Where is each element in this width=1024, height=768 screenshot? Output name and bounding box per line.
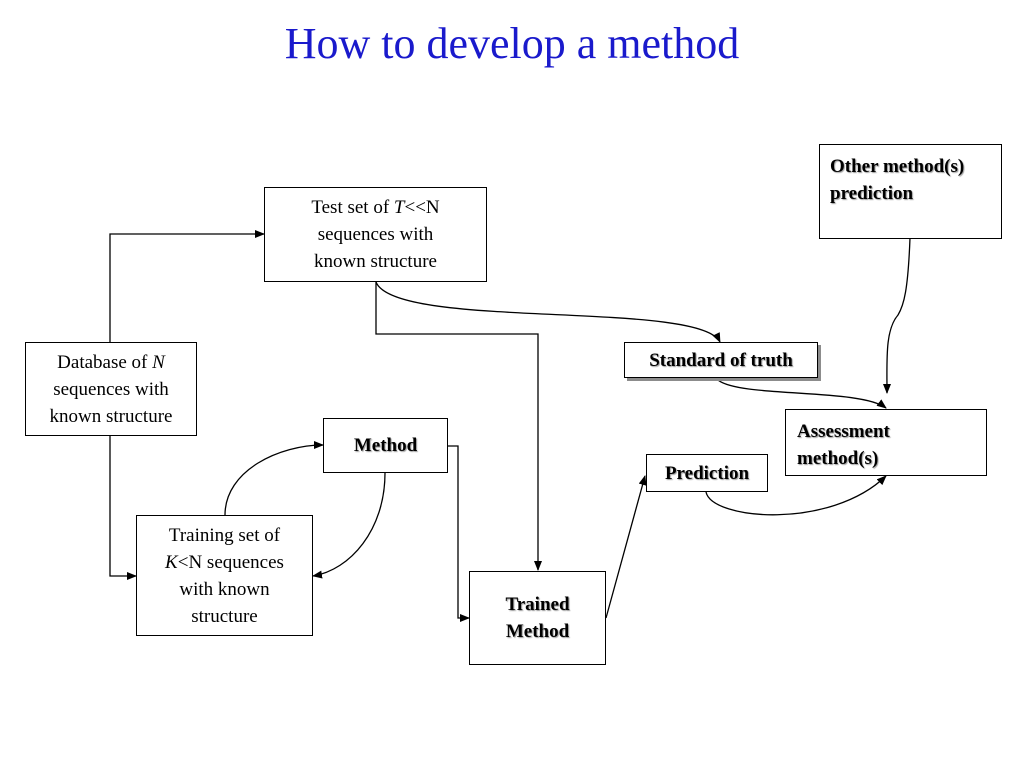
node-training-set: Training set of K<N sequences with known…	[136, 515, 313, 636]
training-set-line-3: with known	[179, 578, 270, 600]
database-line-3: known structure	[49, 405, 173, 427]
test-set-text-post: <<N	[404, 197, 440, 218]
arrow-test-set-to-standard-of-truth	[375, 281, 721, 343]
node-other-methods: Other method(s) prediction	[819, 144, 1002, 239]
node-assessment: Assessment method(s)	[785, 409, 987, 476]
node-test-set: Test set of T<<N sequences with known st…	[264, 187, 487, 282]
method-label: Method	[353, 435, 418, 456]
database-line-2: sequences with	[53, 378, 169, 400]
arrow-training-set-to-method	[224, 441, 324, 516]
database-var-n: N	[152, 351, 165, 373]
page-title: How to develop a method	[284, 19, 740, 68]
node-standard-of-truth: Standard of truth	[624, 342, 818, 378]
trained-method-line-1: Trained	[505, 594, 570, 615]
node-prediction: Prediction	[646, 454, 768, 492]
node-trained-method: Trained Method	[469, 571, 606, 665]
test-set-line-1: Test set of T<<N	[265, 194, 486, 221]
arrow-database-to-test-set	[109, 230, 265, 342]
assessment-line-1: Assessment	[797, 421, 890, 442]
arrow-database-to-training-set	[109, 436, 137, 580]
arrow-other-methods-to-assessment	[882, 237, 911, 394]
node-method: Method	[323, 418, 448, 473]
prediction-label: Prediction	[664, 462, 750, 484]
test-set-text-pre: Test set of	[311, 197, 394, 218]
training-set-text-post: <N sequences	[177, 551, 284, 573]
other-methods-line-1: Other method(s)	[830, 156, 965, 177]
training-set-line-1: Training set of	[168, 524, 281, 546]
arrow-prediction-to-assessment	[705, 475, 887, 516]
assessment-line-2: method(s)	[797, 448, 879, 469]
node-database: Database of N sequences with known struc…	[25, 342, 197, 436]
database-line-1: Database of N	[26, 349, 196, 376]
training-set-var-k: K	[165, 551, 178, 573]
test-set-var-t: T	[393, 197, 405, 218]
arrow-standard-of-truth-to-assessment	[717, 379, 887, 409]
database-text-pre: Database of	[57, 351, 153, 373]
other-methods-line-2: prediction	[830, 183, 914, 204]
test-set-line-2: sequences with	[317, 224, 434, 245]
arrow-test-set-to-trained-method	[375, 282, 542, 571]
training-set-line-2: K<N sequences	[137, 549, 312, 576]
arrow-method-to-training-set	[312, 472, 386, 579]
test-set-line-3: known structure	[314, 251, 437, 272]
training-set-line-4: structure	[191, 605, 258, 627]
arrow-trained-method-to-prediction	[605, 475, 647, 619]
standard-of-truth-label: Standard of truth	[649, 349, 793, 371]
trained-method-line-2: Method	[505, 621, 570, 642]
arrow-method-to-trained-method	[448, 445, 470, 622]
